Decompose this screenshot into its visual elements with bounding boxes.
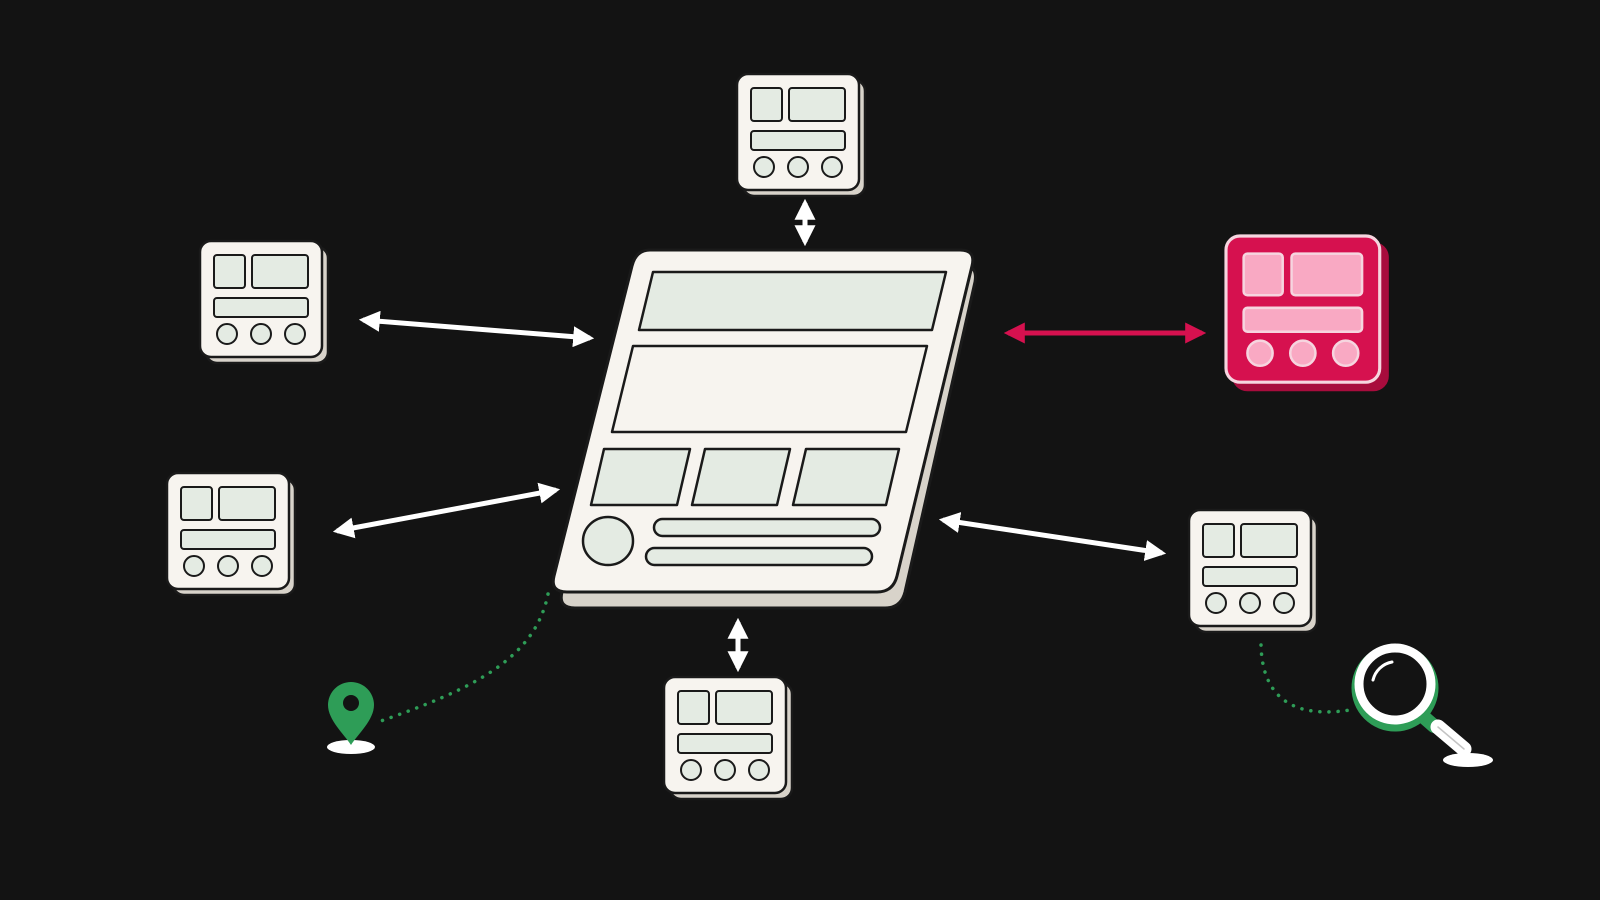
- card-panel-small: [180, 486, 213, 521]
- card-panel-small: [213, 254, 246, 289]
- central-interface: [551, 248, 977, 610]
- card-dot-2: [1288, 339, 1317, 368]
- card-dot-3: [251, 555, 273, 577]
- card-panel-small: [750, 87, 783, 122]
- card-dot-1: [1246, 339, 1274, 368]
- card-panel-small: [1242, 252, 1284, 297]
- satellite-card-bottom: [662, 675, 794, 801]
- hub-text-line-2: [644, 546, 874, 567]
- card-panel-small: [1202, 523, 1235, 558]
- card-dot-3: [748, 759, 770, 781]
- card-bar: [213, 297, 309, 318]
- card-panel-wide: [1290, 252, 1364, 297]
- satellite-card-upper-left: [198, 239, 330, 365]
- magnifier-ring-white: [1354, 643, 1436, 725]
- dotted-path-search: [1259, 643, 1352, 714]
- dotted-paths: [376, 592, 1352, 724]
- card-panel-wide: [251, 254, 309, 289]
- pin-body: [328, 682, 374, 745]
- magnifier-shadow: [1443, 753, 1493, 767]
- card-bar: [180, 529, 276, 550]
- hub-hero-panel: [610, 344, 929, 434]
- card-dot-3: [284, 323, 306, 345]
- card-panel-small: [677, 690, 710, 725]
- card-dot-2: [217, 555, 239, 577]
- card-dot-2: [250, 323, 272, 345]
- card-bar: [750, 130, 846, 151]
- pin-hole: [343, 695, 359, 711]
- magnifier-handle-outline: [1437, 726, 1465, 750]
- satellite-card-top: [735, 72, 867, 198]
- hub-tile-3: [791, 447, 901, 507]
- card-panel-wide: [715, 690, 773, 725]
- card-dot-2: [1239, 592, 1261, 614]
- satellite-cards: [165, 72, 1389, 801]
- magnifying-glass-icon: [1351, 643, 1493, 767]
- satellite-card-lower-left: [165, 471, 297, 597]
- card-dot-1: [216, 323, 238, 345]
- connector-lower-left: [332, 482, 561, 539]
- card-dot-3: [1273, 592, 1295, 614]
- location-pin-icon: [327, 682, 375, 754]
- card-dot-1: [1205, 592, 1227, 614]
- card-dot-1: [753, 156, 775, 178]
- card-dot-3: [1331, 339, 1360, 368]
- card-dot-2: [787, 156, 809, 178]
- connector-lower-right: [938, 512, 1167, 561]
- card-dot-1: [680, 759, 702, 781]
- pin-base: [327, 740, 375, 754]
- hub-header-bar: [637, 270, 948, 332]
- hub-text-line-1: [652, 517, 882, 538]
- connector-upper-left: [358, 310, 595, 348]
- satellite-card-lower-right: [1187, 508, 1319, 634]
- satellite-card-right: [1224, 234, 1389, 392]
- hub-avatar: [581, 515, 635, 567]
- card-panel-wide: [218, 486, 276, 521]
- dotted-path-pin: [376, 592, 550, 724]
- card-panel-wide: [788, 87, 846, 122]
- card-dot-1: [183, 555, 205, 577]
- magnifier-glint: [1371, 660, 1394, 682]
- card-bar: [1242, 306, 1364, 334]
- connectors: [332, 198, 1207, 673]
- hub-tile-1: [589, 447, 692, 507]
- card-dot-3: [821, 156, 843, 178]
- card-panel-wide: [1240, 523, 1298, 558]
- card-dot-2: [714, 759, 736, 781]
- hub-tile-2: [690, 447, 792, 507]
- card-bar: [1202, 566, 1298, 587]
- card-bar: [677, 733, 773, 754]
- magnifier-handle: [1430, 719, 1472, 757]
